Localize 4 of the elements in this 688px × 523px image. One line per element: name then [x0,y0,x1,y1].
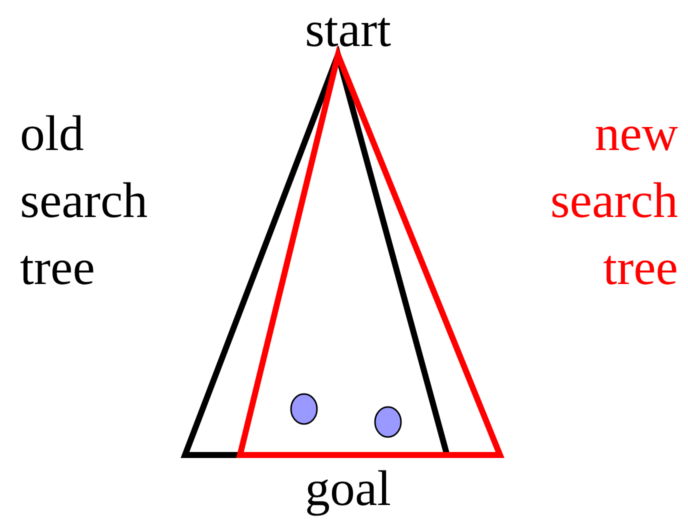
start-label: start [304,0,392,59]
tree-label: new search tree [549,104,678,297]
tree-label: old search tree [20,104,149,297]
goal-label: goal [304,459,392,518]
